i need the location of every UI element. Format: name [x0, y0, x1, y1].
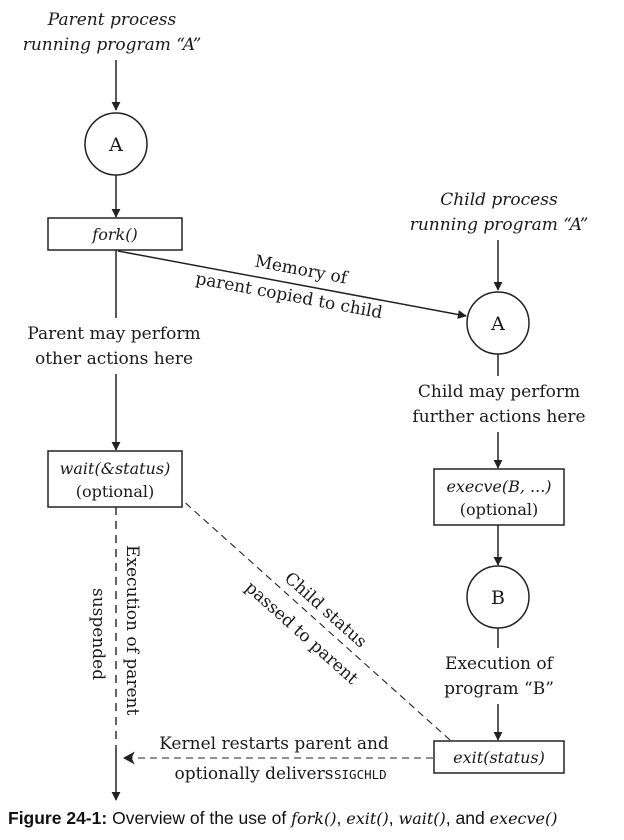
suspended-label-line2: suspended — [88, 588, 108, 680]
child-actions-label-line2: further actions here — [412, 407, 585, 427]
parent-program-a-label: A — [108, 134, 123, 156]
caption-execve: execve() — [489, 809, 558, 828]
exit-box — [433, 740, 565, 774]
caption-wait: wait() — [398, 809, 446, 828]
exec-b-label-bg — [425, 648, 575, 704]
fork-box — [47, 217, 183, 251]
exec-b-label-line1: Execution of — [445, 654, 555, 674]
child-program-b-label: B — [491, 587, 505, 609]
child-start-label-line1: Child process — [440, 190, 558, 210]
wait-box — [47, 450, 183, 508]
caption-exit: exit() — [346, 809, 389, 828]
child-actions-label-bg — [400, 376, 600, 432]
child-program-a-label: A — [490, 313, 505, 335]
caption-sep3: , and — [445, 808, 485, 828]
wait-label-line1: wait(&status) — [60, 459, 171, 478]
parent-actions-label-bg — [10, 318, 215, 374]
kernel-label-line1: Kernel restarts parent and — [159, 734, 389, 754]
child-status-dashed-arrow — [170, 489, 451, 741]
execve-box — [433, 468, 565, 526]
caption-fork: fork() — [291, 809, 337, 828]
kernel-label-line2-prefix: optionally delivers — [175, 764, 334, 784]
parent-start-label-line2: running program “A” — [23, 35, 202, 55]
fork-label: fork() — [91, 225, 137, 244]
caption-sep1: , — [336, 808, 342, 828]
suspended-label-line1: Execution of parent — [122, 545, 142, 715]
fork-to-child-arrow — [117, 250, 467, 319]
caption-figure-number: Figure 24-1: — [8, 808, 108, 828]
execve-label-line1: execve(B, ...) — [446, 477, 551, 496]
figure-caption: Figure 24-1: Overview of the use of fork… — [8, 808, 620, 829]
caption-text-before: Overview of the use of — [112, 808, 287, 828]
child-start-label-line2: running program “A” — [410, 215, 589, 235]
caption-sep2: , — [388, 808, 394, 828]
exec-b-label-line2: program “B” — [444, 679, 554, 699]
parent-actions-label-line2: other actions here — [35, 349, 193, 369]
execve-label-line2: (optional) — [460, 500, 539, 519]
kernel-label-signal: SIGCHLD — [334, 767, 387, 782]
wait-label-line2: (optional) — [76, 482, 155, 501]
child-actions-label-line1: Child may perform — [418, 382, 580, 402]
exit-label: exit(status) — [453, 748, 545, 767]
parent-actions-label-line1: Parent may perform — [27, 324, 200, 344]
parent-start-label-line1: Parent process — [47, 10, 177, 30]
